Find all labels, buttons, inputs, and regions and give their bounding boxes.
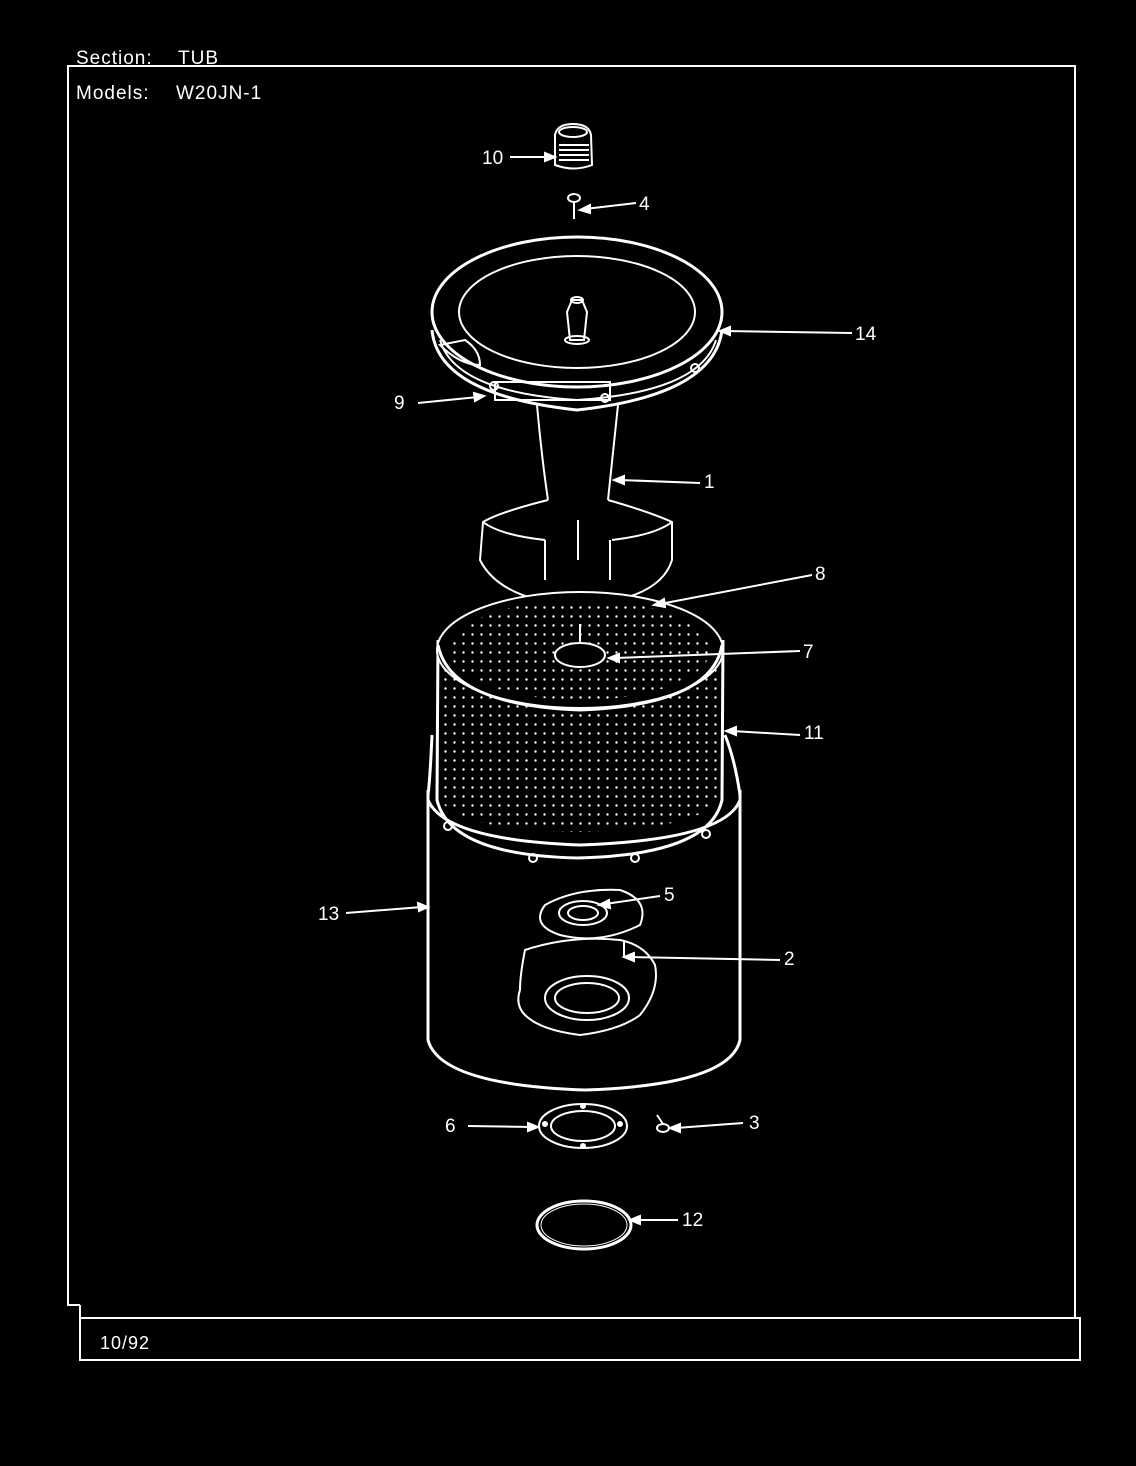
part-outer-tub (426, 734, 742, 1092)
part-screw (567, 193, 581, 219)
callout-4: 4 (639, 194, 650, 215)
part-cap (554, 122, 594, 170)
callout-8: 8 (815, 564, 826, 585)
callout-6: 6 (445, 1116, 456, 1137)
callout-2: 2 (784, 949, 795, 970)
callout-3: 3 (749, 1113, 760, 1134)
part-small-screw (656, 1114, 670, 1133)
models-value: W20JN-1 (176, 83, 263, 104)
callout-12: 12 (682, 1210, 703, 1231)
footer-date: 10/92 (100, 1333, 151, 1353)
part-gasket (538, 1103, 628, 1149)
page-frame (67, 65, 1081, 1361)
part-seal (539, 888, 644, 940)
models-label: Models: (76, 83, 150, 104)
section-value: TUB (178, 48, 219, 69)
part-spin-basket (435, 591, 725, 860)
part-o-ring (535, 1199, 633, 1251)
callout-14: 14 (855, 324, 877, 345)
callout-numbers: 10 4 14 9 1 8 7 11 5 2 13 6 3 12 (318, 148, 877, 1231)
callout-13: 13 (318, 904, 339, 925)
part-agitator (478, 404, 673, 608)
callout-10: 10 (482, 148, 503, 169)
section-label: Section: (76, 48, 153, 69)
callout-1: 1 (704, 472, 715, 493)
part-tub-ring (430, 235, 724, 412)
callout-11: 11 (804, 723, 824, 744)
callout-9: 9 (394, 393, 405, 414)
callout-7: 7 (803, 642, 814, 663)
callout-5: 5 (664, 885, 675, 906)
leader-lines (345, 151, 853, 1226)
part-hub (517, 937, 657, 1037)
